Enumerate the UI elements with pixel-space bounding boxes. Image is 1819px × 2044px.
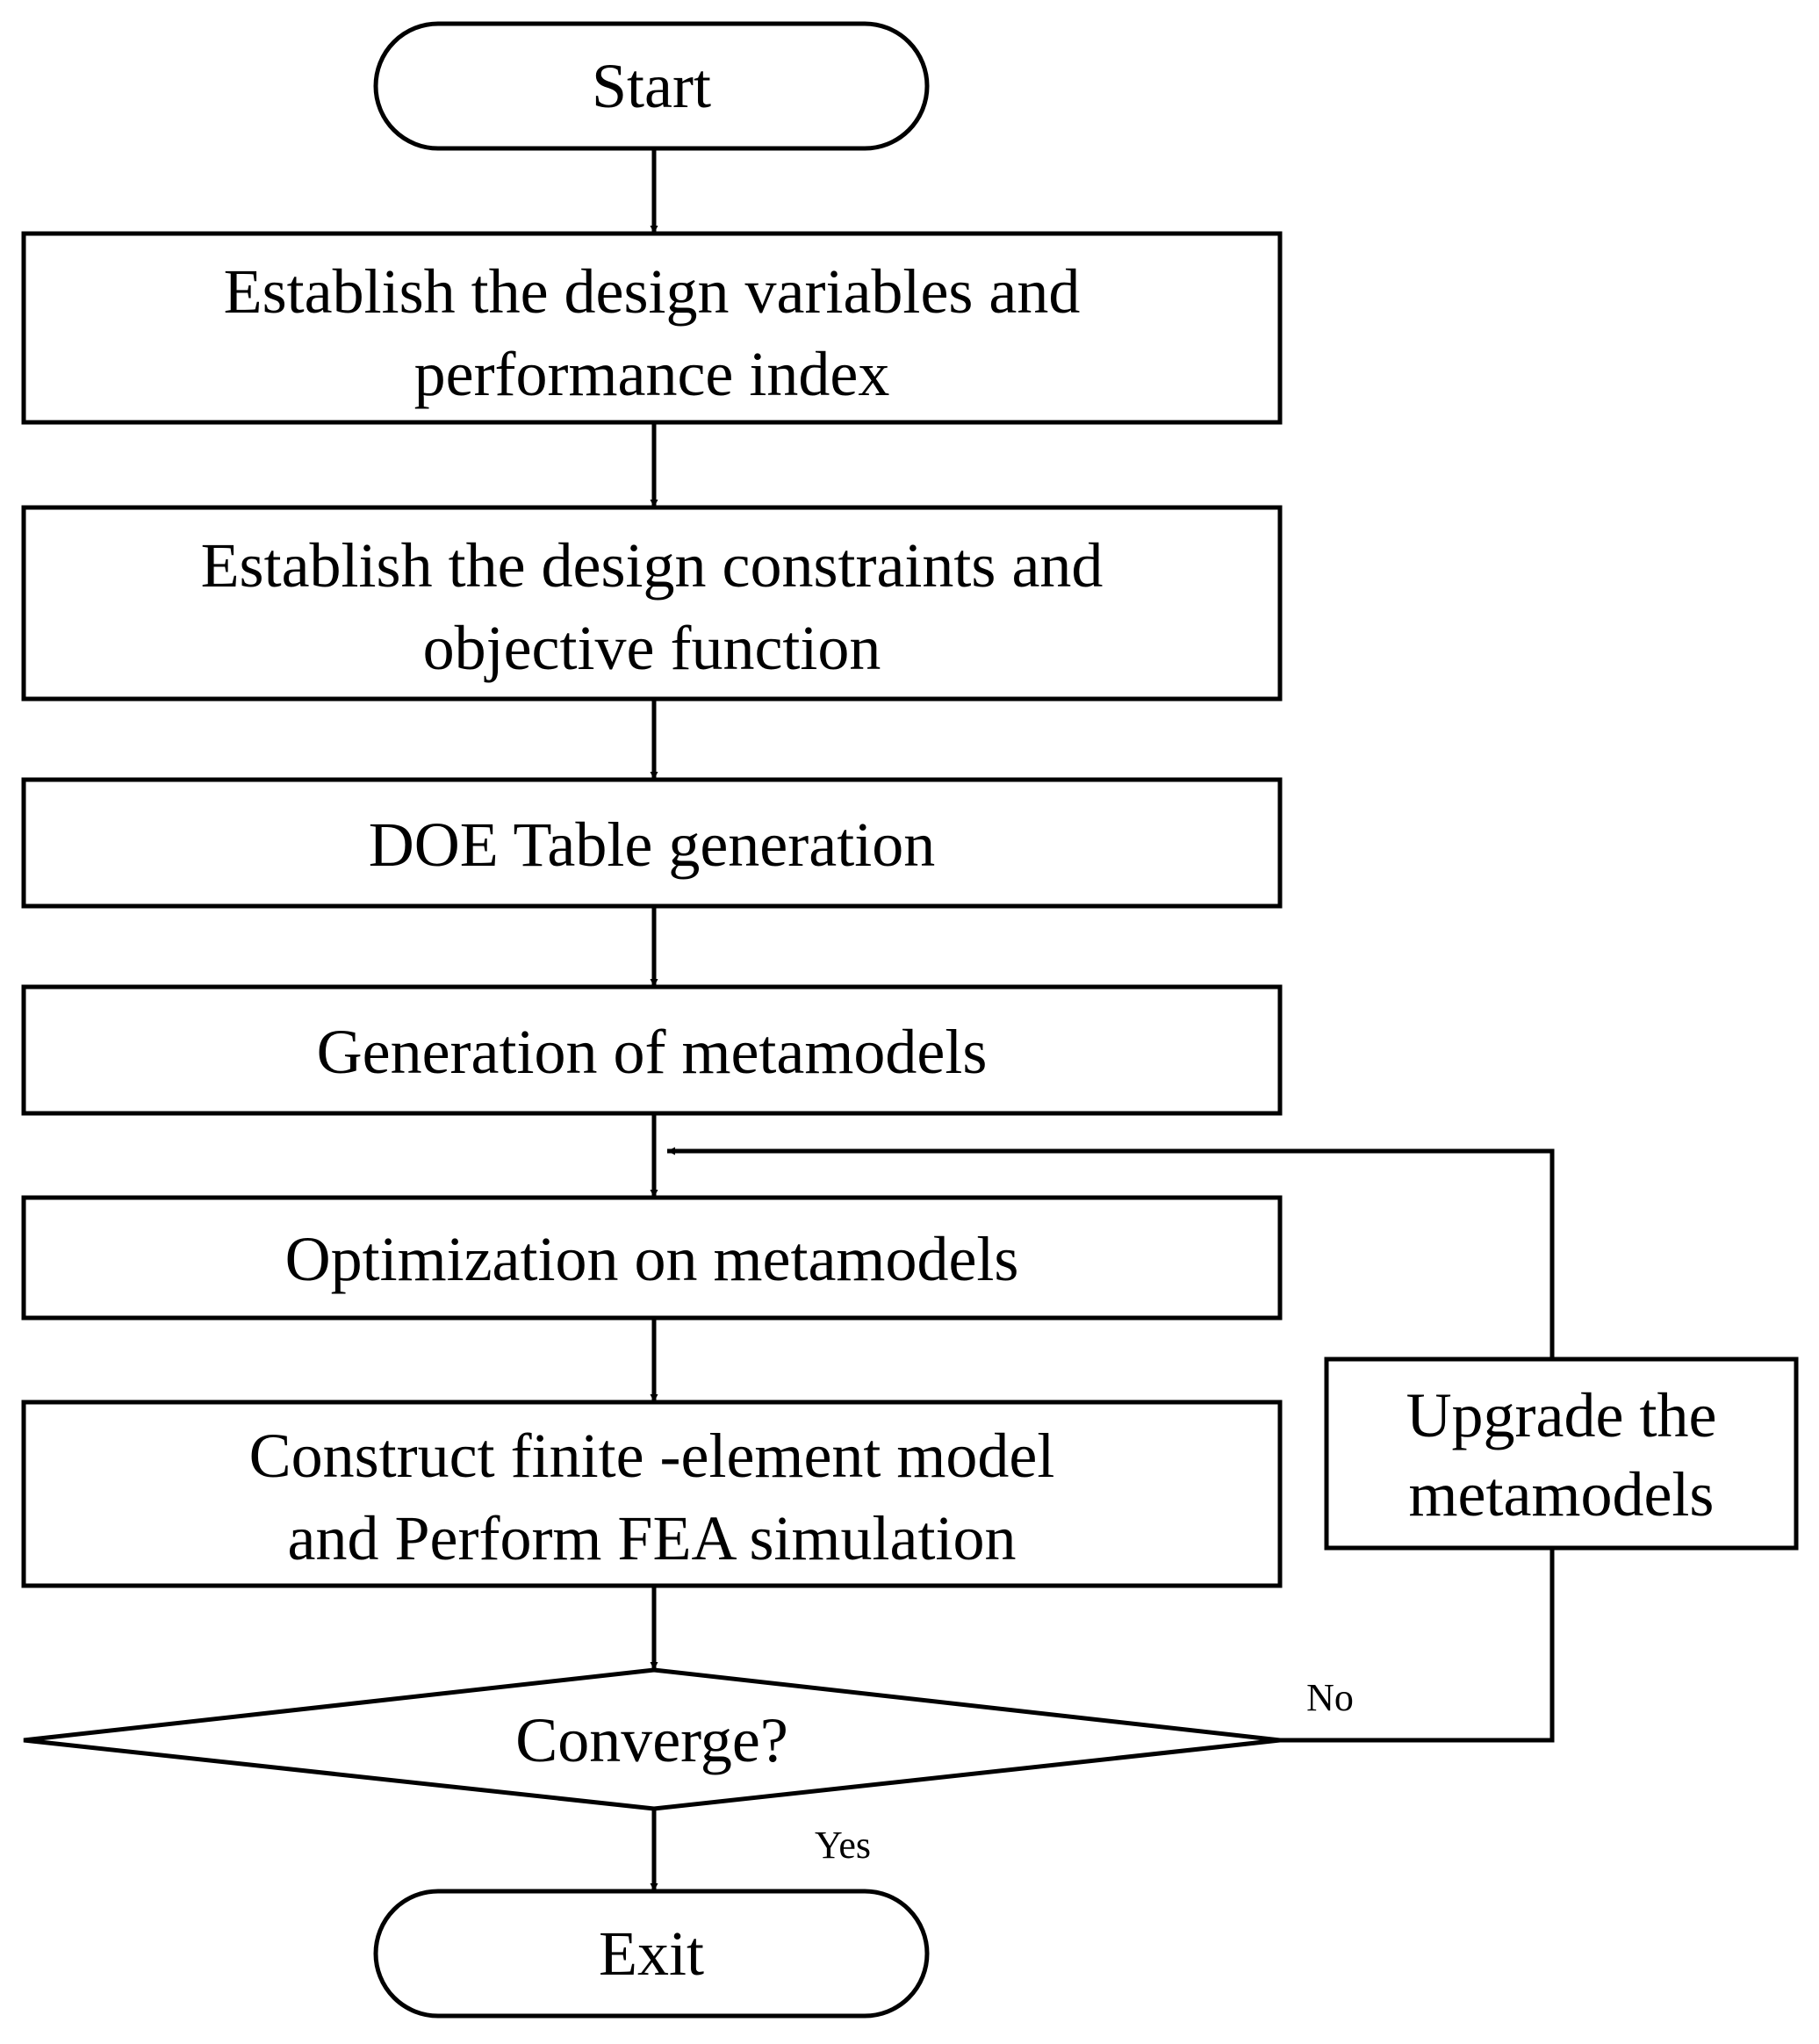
upgrade-line-1: Upgrade the xyxy=(1406,1380,1717,1450)
loop-back-arrow xyxy=(667,1147,1555,1359)
step-constraints-line-2: objective function xyxy=(422,613,881,683)
decision-label: Converge? xyxy=(515,1705,788,1775)
branch-yes-label: Yes xyxy=(814,1824,872,1867)
exit-label: Exit xyxy=(599,1918,704,1989)
upgrade-box xyxy=(1324,1357,1799,1551)
step-doe-label: DOE Table generation xyxy=(368,810,936,880)
start-terminal xyxy=(373,21,930,151)
step-fea-line-1: Construct finite -element model xyxy=(248,1421,1055,1491)
upgrade-line-2: metamodels xyxy=(1408,1459,1715,1529)
step-variables-line-2: performance index xyxy=(413,339,890,409)
step-fea-line-2: and Perform FEA simulation xyxy=(287,1503,1017,1573)
start-label: Start xyxy=(592,51,711,121)
step-metamodels-label: Generation of metamodels xyxy=(316,1017,988,1087)
branch-no-label: No xyxy=(1306,1676,1354,1719)
step-variables-line-1: Establish the design variables and xyxy=(223,256,1081,327)
step-optimization-label: Optimization on metamodels xyxy=(284,1224,1019,1294)
no-branch-line xyxy=(1280,1548,1555,1743)
step-constraints-line-1: Establish the design constraints and xyxy=(200,530,1104,601)
exit-terminal xyxy=(373,1889,930,2019)
